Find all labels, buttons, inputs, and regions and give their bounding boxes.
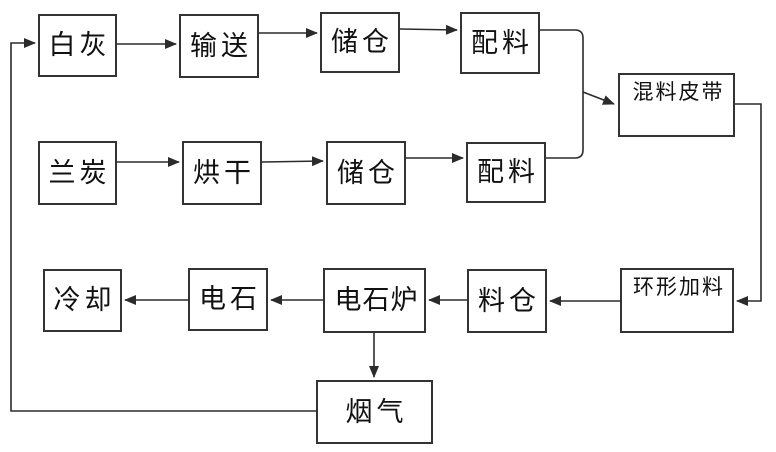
node-batching-bottom-label: 配料 xyxy=(477,157,539,187)
node-flue-gas: 烟气 xyxy=(316,380,433,444)
node-carbide-furnace-label: 电石炉 xyxy=(334,285,419,315)
node-ring-feeder-label: 环形加料 xyxy=(633,275,725,299)
node-lime: 白灰 xyxy=(38,14,117,77)
node-storage-bin-top: 储仓 xyxy=(320,12,400,73)
edge-junction-to-hunliao xyxy=(582,91,615,105)
node-mixing-belt: 混料皮带 xyxy=(618,73,735,137)
node-ring-feeder: 环形加料 xyxy=(620,268,734,333)
node-semi-coke: 兰炭 xyxy=(38,141,117,205)
node-conveying-label: 输送 xyxy=(190,30,252,61)
node-carbide: 电石 xyxy=(188,268,268,331)
edge-peiliao1-junction xyxy=(540,29,584,159)
node-cooling: 冷却 xyxy=(43,269,122,332)
node-lime-label: 白灰 xyxy=(48,30,111,60)
node-material-bin-label: 料仓 xyxy=(478,285,540,316)
edge-honggan-to-chucang2 xyxy=(261,156,324,167)
node-conveying: 输送 xyxy=(179,14,259,78)
node-flue-gas-label: 烟气 xyxy=(345,396,408,427)
node-storage-bin-bottom: 储仓 xyxy=(326,141,406,205)
node-batching-top-label: 配料 xyxy=(471,27,533,58)
node-mixing-belt-label: 混料皮带 xyxy=(632,80,725,104)
node-storage-bin-bottom-label: 储仓 xyxy=(337,157,399,188)
node-cooling-label: 冷却 xyxy=(53,285,116,315)
edge-hunliao-to-huanxing xyxy=(735,103,762,306)
node-semi-coke-label: 兰炭 xyxy=(48,157,111,188)
node-drying: 烘干 xyxy=(182,141,262,205)
edge-yanqi-to-baihui xyxy=(10,38,316,412)
node-drying-label: 烘干 xyxy=(193,157,255,188)
edge-chucang1-to-peiliao1 xyxy=(399,24,458,35)
node-carbide-label: 电石 xyxy=(199,284,261,314)
node-storage-bin-top-label: 储仓 xyxy=(331,27,393,57)
node-batching-top: 配料 xyxy=(460,12,540,74)
node-carbide-furnace: 电石炉 xyxy=(323,268,426,333)
node-batching-bottom: 配料 xyxy=(466,142,546,203)
node-material-bin: 料仓 xyxy=(467,269,547,333)
